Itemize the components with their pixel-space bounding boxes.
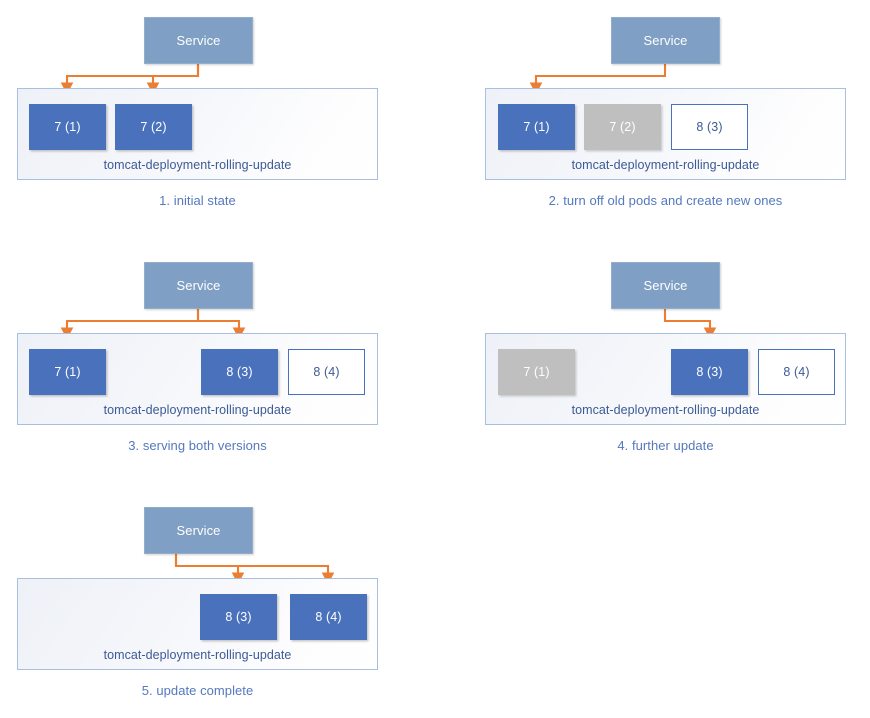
pod-8-3[interactable]: 8 (3) — [671, 349, 748, 395]
pod-7-2[interactable]: 7 (2) — [115, 104, 192, 150]
panel-4-caption: 4. further update — [617, 438, 714, 453]
pod-7-1[interactable]: 7 (1) — [29, 104, 106, 150]
service-node[interactable]: Service — [611, 262, 720, 309]
pod-7-1[interactable]: 7 (1) — [498, 349, 575, 395]
deployment-label: tomcat-deployment-rolling-update — [571, 158, 760, 172]
panel-3-caption: 3. serving both versions — [128, 438, 267, 453]
panel-5-connector — [174, 554, 335, 585]
service-node[interactable]: Service — [611, 17, 720, 64]
pod-7-1[interactable]: 7 (1) — [29, 349, 106, 395]
pod-8-4[interactable]: 8 (4) — [758, 349, 835, 395]
panel-3-connector — [60, 309, 246, 340]
panel-1-connector — [60, 64, 200, 95]
panel-5-caption: 5. update complete — [141, 683, 254, 698]
deployment-label: tomcat-deployment-rolling-update — [103, 403, 292, 417]
pod-8-4[interactable]: 8 (4) — [288, 349, 365, 395]
pod-8-3[interactable]: 8 (3) — [200, 594, 277, 640]
deployment-label: tomcat-deployment-rolling-update — [571, 403, 760, 417]
panel-1-caption: 1. initial state — [159, 193, 236, 208]
service-node[interactable]: Service — [144, 262, 253, 309]
panel-2-caption: 2. turn off old pods and create new ones — [548, 193, 783, 208]
panel-2-connector — [529, 64, 667, 95]
pod-7-2[interactable]: 7 (2) — [584, 104, 661, 150]
panel-4-connector — [663, 309, 717, 340]
deployment-label: tomcat-deployment-rolling-update — [103, 158, 292, 172]
pod-8-3[interactable]: 8 (3) — [671, 104, 748, 150]
pod-8-3[interactable]: 8 (3) — [201, 349, 278, 395]
pod-8-4[interactable]: 8 (4) — [290, 594, 367, 640]
service-node[interactable]: Service — [144, 507, 253, 554]
deployment-label: tomcat-deployment-rolling-update — [103, 648, 292, 662]
service-node[interactable]: Service — [144, 17, 253, 64]
pod-7-1[interactable]: 7 (1) — [498, 104, 575, 150]
